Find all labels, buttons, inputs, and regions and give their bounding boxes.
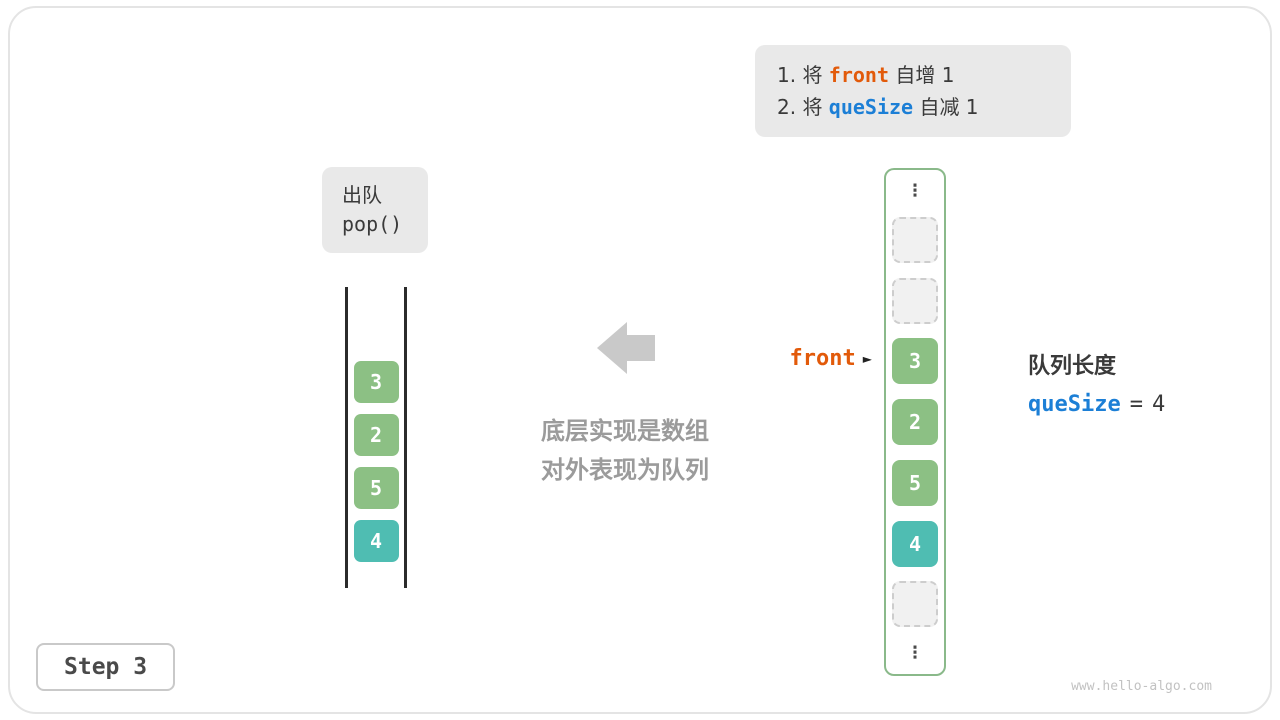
queue-cell: 5 [353,467,399,509]
queue-cell: 3 [353,361,399,403]
queue-length-title: 队列长度 [1028,354,1117,379]
instruction-line-2: 2. 将 queSize 自减 1 [777,92,1049,123]
array-cell: 5 [892,459,938,506]
code-quesize: queSize [1028,392,1121,417]
array-cell-empty [892,216,938,263]
arrow-tail [627,335,655,361]
ellipsis-top-icon: ⋮ [906,181,924,201]
equals-sign: = [1129,392,1143,417]
array-cell: 2 [892,399,938,445]
array-cell: 3 [892,338,938,385]
instruction-text: 1. 将 [777,62,829,87]
array-cell: 4 [892,520,938,567]
operation-method: pop() [342,212,403,236]
watermark: www.hello-algo.com [1071,679,1212,694]
abstract-queue: 3 2 5 4 [345,287,407,588]
queue-cell: 2 [353,414,399,456]
operation-box: 出队 pop() [322,167,428,253]
front-pointer-arrow-icon: ► [862,352,872,366]
queue-size-line: queSize = 4 [1028,390,1165,420]
array-cell-empty [892,277,938,324]
instruction-text: 自减 1 [913,94,979,119]
code-front: front [828,62,890,87]
queue-cell: 4 [353,520,399,562]
array-view: ⋮ 3 2 5 4 ⋮ [884,168,946,676]
ellipsis-bottom-icon: ⋮ [906,643,924,663]
caption: 底层实现是数组 对外表现为队列 [495,412,755,490]
step-badge: Step 3 [36,643,176,691]
instruction-text: 自增 1 [889,62,955,87]
queue-size-number: 4 [1151,392,1166,417]
arrow-head [597,322,627,374]
left-arrow-icon [597,322,655,374]
instruction-text: 2. 将 [777,94,829,119]
instruction-box: 1. 将 front 自增 1 2. 将 queSize 自减 1 [755,45,1071,137]
front-pointer: front ► [740,346,872,372]
operation-label: 出队 [342,183,382,207]
code-quesize: queSize [828,94,914,119]
caption-line-2: 对外表现为队列 [541,456,709,484]
instruction-line-1: 1. 将 front 自增 1 [777,60,1049,91]
caption-line-1: 底层实现是数组 [541,417,709,445]
queue-length-info: 队列长度 queSize = 4 [1028,352,1165,420]
array-cell-empty [892,581,938,628]
front-pointer-label: front [789,346,856,371]
